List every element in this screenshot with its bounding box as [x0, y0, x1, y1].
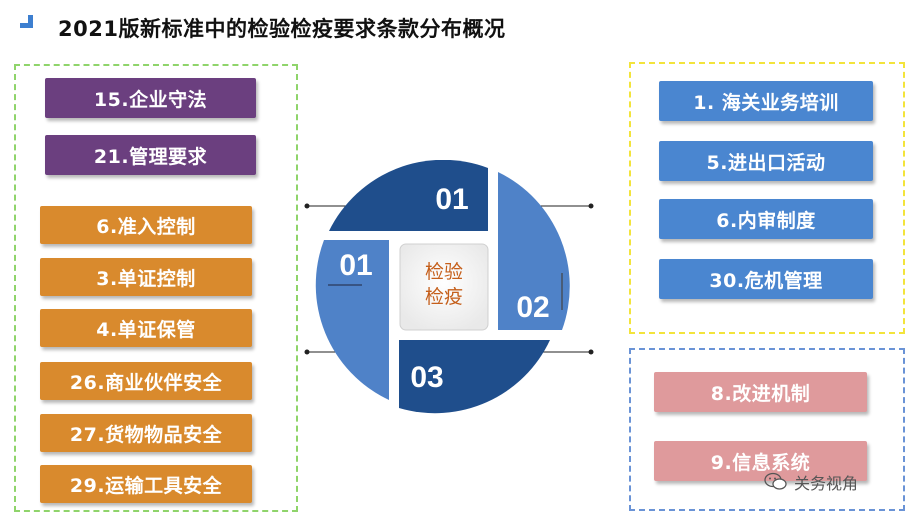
left-item-4: 3.单证控制 — [40, 258, 252, 296]
segment-left-label: 01 — [339, 249, 372, 282]
segment-bottom-label: 03 — [410, 361, 443, 394]
left-item-7: 27.货物物品安全 — [40, 414, 252, 452]
right-bottom-group-frame — [629, 348, 905, 511]
right-top-group-frame — [629, 62, 905, 334]
left-group-frame — [14, 64, 298, 512]
wechat-icon — [764, 472, 787, 490]
right-top-item-1: 1. 海关业务培训 — [659, 81, 873, 121]
segment-right-label: 02 — [516, 291, 549, 324]
segment-top-label: 01 — [435, 183, 468, 216]
segment-right — [498, 172, 570, 330]
segment-top — [329, 160, 488, 231]
center-cycle-diagram: 01 02 03 01 — [304, 160, 594, 414]
watermark-text: 关务视角 — [794, 474, 859, 493]
segment-bottom — [399, 340, 550, 414]
watermark: 关务视角 — [764, 470, 858, 494]
right-bottom-item-2: 9.信息系统 — [654, 441, 867, 481]
right-top-item-3: 6.内审制度 — [659, 199, 873, 239]
right-top-item-2: 5.进出口活动 — [659, 141, 873, 181]
left-item-6: 26.商业伙伴安全 — [40, 362, 252, 400]
center-label-line1: 检验 — [424, 261, 463, 283]
arrow-down-right-icon — [17, 12, 33, 28]
left-item-2: 21.管理要求 — [45, 135, 256, 175]
center-label: 检验 检疫 — [401, 244, 487, 326]
left-item-8: 29.运输工具安全 — [40, 465, 252, 503]
left-item-3: 6.准入控制 — [40, 206, 252, 244]
right-bottom-item-1: 8.改进机制 — [654, 372, 867, 412]
page-title: 2021版新标准中的检验检疫要求条款分布概况 — [58, 17, 506, 41]
center-square — [399, 243, 489, 331]
right-top-item-4: 30.危机管理 — [659, 259, 873, 299]
segment-left — [315, 240, 389, 400]
center-label-line2: 检疫 — [424, 286, 463, 308]
left-item-1: 15.企业守法 — [45, 78, 256, 118]
left-item-5: 4.单证保管 — [40, 309, 252, 347]
